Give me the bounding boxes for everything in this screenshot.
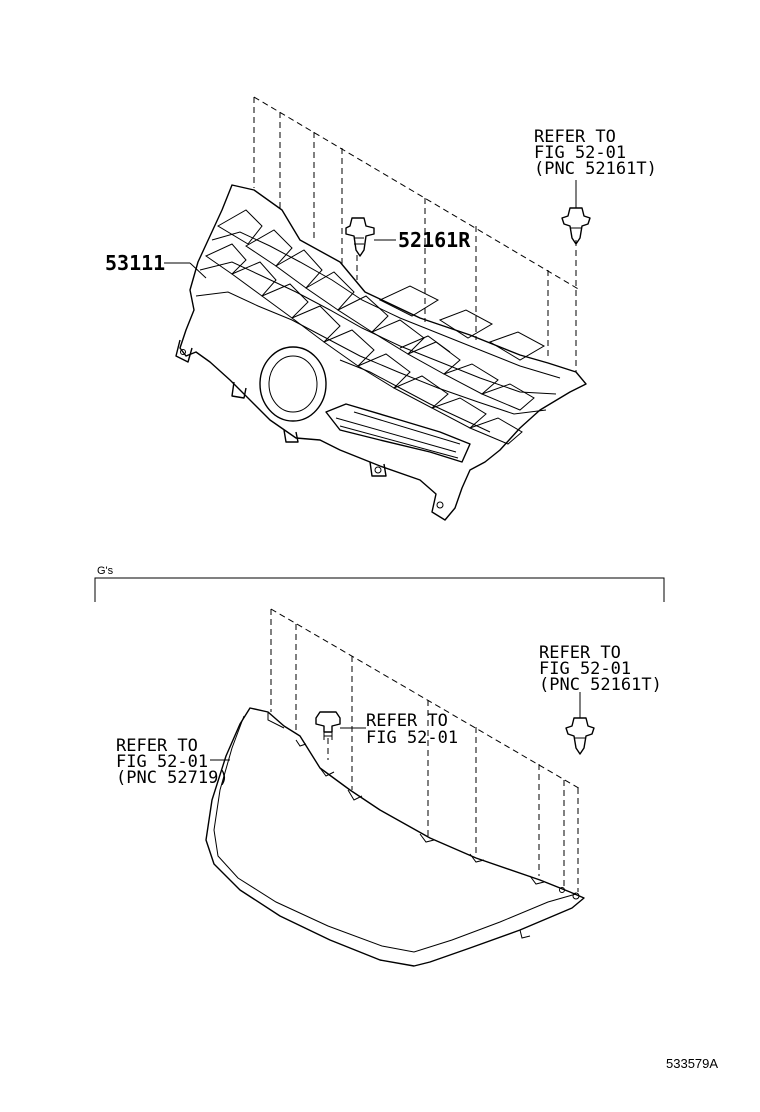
refer-grille-line2: FIG 52-01 <box>116 752 208 772</box>
label-52161R: 52161R <box>398 228 471 252</box>
bottom-assembly: G's <box>94 565 665 967</box>
screw-drawing <box>315 711 341 740</box>
grille-53111-drawing <box>175 184 587 521</box>
refer-clip-bottom-line2: FIG 52-01 <box>539 659 631 679</box>
refer-clip-bottom-line1: REFER TO <box>539 643 621 663</box>
emblem-opening <box>259 346 327 422</box>
leader-53111-tip <box>189 262 207 279</box>
lower-opening <box>325 403 471 463</box>
clip-52161T-bottom-drawing <box>565 692 595 755</box>
refer-clip-top-line1: REFER TO <box>534 127 616 147</box>
bottom-dashed-guides <box>270 608 583 892</box>
grille-shell-drawing <box>205 707 585 967</box>
variant-bracket <box>94 577 665 602</box>
refer-grille-line1: REFER TO <box>116 736 198 756</box>
refer-clip-top-line2: FIG 52-01 <box>534 143 626 163</box>
diagram-id: 533579A <box>666 1056 718 1071</box>
refer-screw-line2: FIG 52-01 <box>366 728 458 748</box>
refer-clip-bottom-line3: (PNC 52161T) <box>539 675 662 695</box>
top-dashed-guides <box>253 96 581 372</box>
label-53111: 53111 <box>105 251 165 275</box>
refer-clip-top-line3: (PNC 52161T) <box>534 159 657 179</box>
clip-52161T-top-drawing <box>561 180 591 245</box>
clip-52161R-drawing <box>345 217 375 257</box>
refer-grille-line3: (PNC 52719) <box>116 768 229 788</box>
top-assembly: 53111 52161R REFER TO FIG 52-01 (PNC 521… <box>105 96 657 521</box>
refer-screw-line1: REFER TO <box>366 711 448 731</box>
variant-label: G's <box>97 565 114 577</box>
grille-lattice <box>204 209 546 445</box>
